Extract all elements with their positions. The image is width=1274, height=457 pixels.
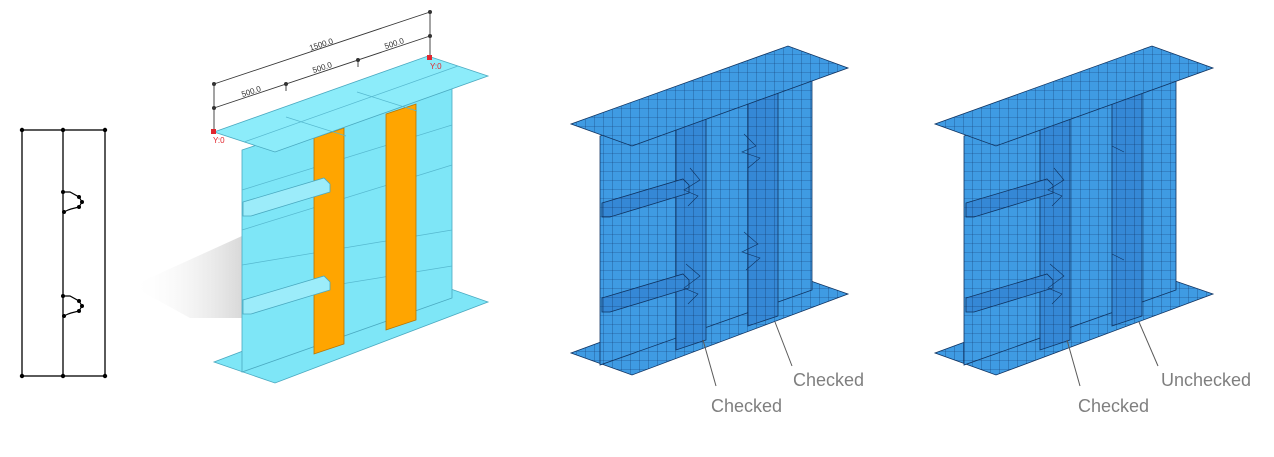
support-marker-right	[427, 55, 432, 60]
mesh-stiffener-1	[675, 113, 707, 351]
section-nodes	[19, 127, 108, 379]
dimension-total: 1500.0	[308, 36, 335, 52]
mesh-stiffener-2	[747, 89, 779, 327]
mesh-view-mixed: Checked Unchecked	[933, 45, 1251, 416]
mesh2-long-stiffener-lower	[965, 273, 1054, 313]
longitudinal-stiffener-lower	[242, 275, 331, 315]
support-label-left: Y:0	[213, 136, 225, 145]
mesh2-long-stiffener-upper	[965, 178, 1054, 218]
top-flange-lines	[243, 65, 459, 143]
cross-section-sketch	[19, 127, 108, 379]
dimension-segment-1: 500.0	[240, 84, 262, 99]
mesh-view-checked: Checked Checked	[569, 45, 864, 416]
callout-leaders-1	[702, 321, 793, 387]
callout-leaders-2	[1066, 321, 1159, 387]
mesh2-refinement	[1047, 145, 1125, 305]
transverse-stiffener-2	[385, 103, 417, 331]
callout-panel1-bottom: Checked	[711, 396, 782, 416]
stiffener-profile-upper	[63, 191, 83, 213]
mesh2-top-flange	[933, 45, 1215, 147]
callout-panel2-bottom: Checked	[1078, 396, 1149, 416]
callout-panel1-right: Checked	[793, 370, 864, 390]
callout-panel2-right: Unchecked	[1161, 370, 1251, 390]
dimension-segment-3: 500.0	[383, 36, 405, 51]
mesh-long-stiffener-upper	[601, 178, 690, 218]
stiffener-profile-lower	[63, 295, 83, 317]
model-shadow	[132, 236, 242, 318]
dimension-nodes	[212, 10, 432, 110]
mesh-top-flange	[569, 45, 850, 147]
longitudinal-stiffener-upper	[242, 177, 331, 217]
mesh-refinement	[683, 133, 761, 305]
support-label-right: Y:0	[430, 62, 442, 71]
3d-girder-model: 1500.0 500.0 500.0 500.0 Y:0 Y:0	[132, 10, 490, 384]
mesh2-stiffener-1	[1039, 113, 1071, 351]
dimension-segment-2: 500.0	[311, 60, 333, 75]
support-marker-left	[211, 129, 216, 134]
mesh-long-stiffener-lower	[601, 273, 690, 313]
transverse-stiffener-1	[313, 127, 345, 355]
mesh2-stiffener-2	[1111, 89, 1143, 327]
